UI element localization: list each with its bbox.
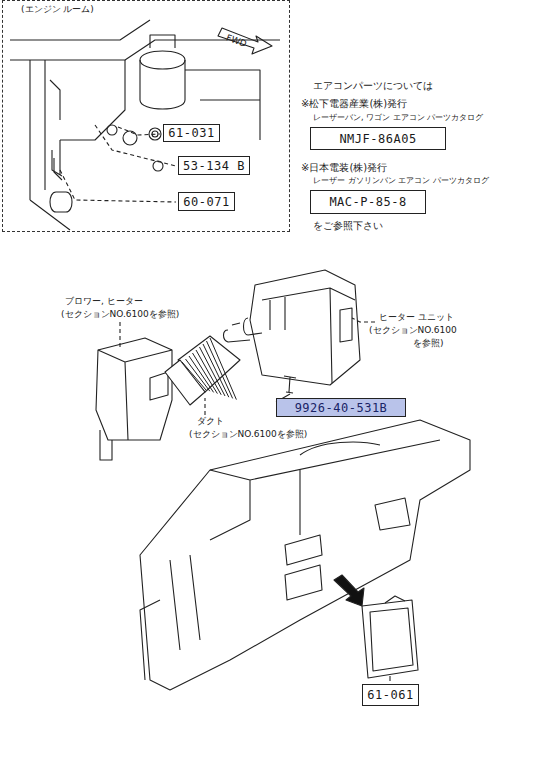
bellows-ring	[207, 341, 233, 398]
callout-box: 61-061	[362, 684, 419, 706]
note-text: (セクションNO.6100を参照)	[60, 310, 180, 320]
note-text: (セクションNO.6100を参照)	[188, 430, 308, 440]
note-text: (セクションNO.6100	[368, 326, 458, 336]
part-number: 9926-40-531B	[295, 401, 388, 415]
note-text: ※日本電装(株)発行	[300, 162, 388, 173]
bellows-ring	[210, 338, 236, 400]
callout-box: NMJF-86A05	[310, 127, 446, 150]
part-number: 61-061	[367, 688, 413, 702]
note-text: ※松下電器産業(株)発行	[300, 98, 408, 109]
note-text: レーザー ガソリンバン エアコン パーツカタログ	[312, 177, 490, 186]
callout-box: 60-071	[178, 192, 235, 211]
note-text: レーザーバン, ワゴン エアコン パーツカタログ	[312, 114, 484, 123]
note-text: ダクト	[196, 417, 225, 427]
part-number: MAC-P-85-8	[329, 195, 406, 209]
part-number: 61-031	[168, 126, 214, 140]
callout-box: 61-031	[163, 124, 220, 142]
callout-box: 53-134 B	[178, 156, 250, 175]
direction-label: FWD	[224, 33, 249, 50]
engine-room-inset: (エンジン ルーム) 61-031 53-134 B 60-071	[2, 0, 290, 232]
part-number: 60-071	[183, 195, 229, 209]
note-text: を参照)	[412, 339, 445, 349]
note-text: ヒーター ユニット	[378, 313, 455, 323]
note-text: エアコンパーツについては	[312, 80, 434, 91]
bellows-ring	[196, 350, 221, 395]
part-number: NMJF-86A05	[339, 132, 416, 146]
note-text: ブロワー, ヒーター	[64, 297, 144, 307]
part-number: 53-134 B	[183, 159, 245, 173]
callout-box: 9926-40-531B	[276, 398, 406, 417]
inset-heading: (エンジン ルーム)	[19, 3, 96, 16]
note-text: をご参照下さい	[312, 220, 384, 231]
callout-box: MAC-P-85-8	[310, 190, 426, 214]
